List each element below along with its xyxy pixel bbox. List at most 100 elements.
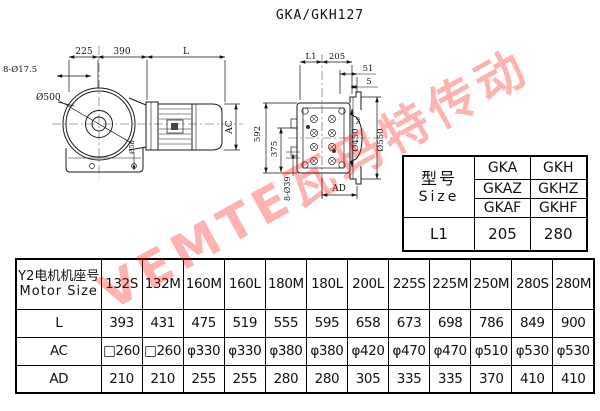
dimension-value-cell: φ470 [429,336,472,366]
dim-390-label: 390 [113,47,130,57]
table-row: GKAF GKHF [403,198,587,218]
dimension-value-cell: 335 [388,364,431,394]
dimension-value-cell: 280 [264,364,307,394]
motor-size-column-header: 225M [429,258,472,310]
page-title: GKA/GKH127 [275,8,365,23]
left-view [52,46,243,178]
l1-value-gka: 205 [474,217,531,252]
dimension-value-cell: φ420 [346,336,390,366]
dim-51-label: 51 [363,64,374,74]
size-header-cn: 型号 [420,168,457,188]
shaft-diameter-label: Ø55 [128,140,136,154]
right-view [288,54,392,202]
dimension-value-cell: φ380 [264,336,307,366]
dimension-value-cell: 849 [511,308,554,338]
dimension-value-cell: 370 [470,364,513,394]
dimension-row-label: AC [15,336,102,366]
dimension-value-cell: 210 [141,364,184,394]
type-cell-gkaz: GKAZ [474,179,531,199]
motor-size-column-header: 280M [552,258,595,310]
dimension-value-cell: φ530 [552,336,595,366]
spigot-tolerance-label: h6 [356,116,362,124]
dim-375-label: 375 [270,141,280,157]
motor-size-column-header: 160L [223,258,266,310]
motor-size-column-header: 200L [346,258,390,310]
ad-dim-label: AD [331,184,346,194]
dimension-value-cell: 335 [429,364,472,394]
type-cell-gkaf: GKAF [474,198,531,218]
dimension-value-cell: 658 [346,308,390,338]
dimension-value-cell: φ470 [388,336,431,366]
diameter-500-label: Ø500 [36,92,61,103]
dim-5-label: 5 [366,77,371,87]
dim-205-label: 205 [329,52,345,62]
dimension-value-cell: 255 [182,364,225,394]
dimension-value-cell: 431 [141,308,184,338]
dimension-value-cell: 698 [429,308,472,338]
dimension-value-cell: 280 [305,364,348,394]
motor-size-column-header: 180L [305,258,348,310]
ac-dim-label: AC [225,120,235,134]
motor-header-en: Motor Size [19,284,98,300]
dimension-value-cell: φ380 [305,336,348,366]
dimension-value-cell: 900 [552,308,595,338]
dimension-value-cell: 210 [100,364,143,394]
left-view-labels: 225 390 L 8-Ø17.5 Ø500 AC Ø55 [3,47,235,154]
type-cell-gkh: GKH [530,155,587,180]
motor-size-column-header: 132M [141,258,184,310]
dimension-value-cell: φ530 [511,336,554,366]
bolt-holes-39-note: 8-Ø39 [283,176,292,201]
size-table-header-cell: 型号 Size [402,155,475,218]
dimension-value-cell: □260 [100,336,143,366]
dimension-value-cell: 519 [223,308,266,338]
right-view-labels: L1 205 51 5 592 375 8-Ø39 AD Ø450 h6 Ø55… [253,52,386,201]
motor-size-column-header: 250M [470,258,513,310]
dimension-value-cell: 410 [552,364,595,394]
flange-od-label: Ø550 [375,128,386,151]
dimension-value-cell: φ510 [470,336,513,366]
dim-225-label: 225 [75,47,92,57]
motor-header-cn: Y2电机机座号 [18,268,100,284]
motor-size-column-header: 132S [100,258,143,310]
dim-l1-label: L1 [305,52,316,62]
dimension-value-cell: 393 [100,308,143,338]
table-row: 型号 Size GKA GKH [402,155,587,218]
right-view-dimensions [263,60,381,199]
motor-size-column-header: 180M [264,258,307,310]
size-table: 型号 Size GKA GKH GKAZ GKHZ GKAF GKHF L1 2… [402,155,588,252]
dimension-value-cell: 786 [470,308,513,338]
dimension-value-cell: 673 [388,308,431,338]
dimension-value-cell: □260 [141,336,184,366]
dimension-value-cell: φ330 [182,336,225,366]
motor-size-column-header: 225S [388,258,431,310]
dim-592-label: 592 [253,126,263,142]
table-row: L1 205 280 [402,217,587,252]
dimension-value-cell: 555 [264,308,307,338]
motor-size-column-header: 280S [511,258,554,310]
bolt-holes-note: 8-Ø17.5 [3,64,37,75]
type-cell-gka: GKA [474,155,531,180]
size-header-en: Size [418,188,460,205]
l1-row-label: L1 [402,217,475,252]
dimension-value-cell: φ330 [223,336,266,366]
dimension-value-cell: 595 [305,308,348,338]
dimension-value-cell: 255 [223,364,266,394]
left-view-dimensions [56,55,240,171]
dimension-row-label: AD [15,364,102,394]
spigot-diameter-label: Ø450 [350,128,361,151]
dim-l-label: L [183,47,189,57]
dimension-value-cell: 410 [511,364,554,394]
type-cell-gkhf: GKHF [530,198,587,218]
dimension-value-cell: 305 [346,364,390,394]
motor-table-corner-cell: Y2电机机座号 Motor Size [15,258,102,310]
l1-value-gkh: 280 [530,217,587,252]
dimension-row-label: L [15,308,102,338]
motor-size-column-header: 160M [182,258,225,310]
